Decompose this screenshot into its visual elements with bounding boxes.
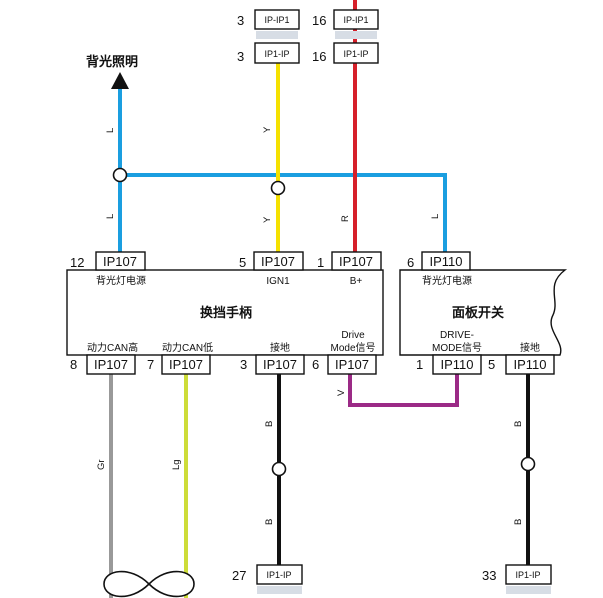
pin-number: 16 <box>312 49 326 64</box>
splice-black-left <box>271 461 287 477</box>
pin-number: 12 <box>70 255 84 270</box>
connector-code: IP-IP1 <box>343 15 368 25</box>
shifter-pin-3: 接地 3 IP107 <box>240 341 305 375</box>
wire-code-label: Y <box>262 126 273 133</box>
signal-label: 动力CAN高 <box>87 341 138 354</box>
pin-number: 3 <box>237 13 244 28</box>
wire-code-label: B <box>264 519 275 525</box>
signal-label: 背光灯电源 <box>96 274 146 287</box>
connector-code: IP110 <box>429 254 462 269</box>
wire-code-label: Gr <box>96 459 107 470</box>
pin-number: 1 <box>416 357 423 372</box>
bottom-connector-33: 33 IP1-IP <box>482 564 552 585</box>
pin-number: 6 <box>407 255 414 270</box>
connector-code: IP107 <box>94 357 128 372</box>
signal-label: Mode信号 <box>330 342 375 354</box>
panel-switch-box <box>399 269 568 356</box>
signal-label: 背光灯电源 <box>422 274 472 287</box>
twisted-pair-symbol <box>103 570 195 598</box>
pin-number: 16 <box>312 13 326 28</box>
connector-code: IP1-IP <box>266 570 291 580</box>
backlight-label: 背光照明 <box>86 54 138 69</box>
bottom-connector-27: 27 IP1-IP <box>232 564 303 585</box>
connector-separator <box>506 586 551 594</box>
signal-label: 接地 <box>520 341 540 354</box>
pin-number: 3 <box>237 49 244 64</box>
shifter-pin-8: 动力CAN高 8 IP107 <box>70 341 138 375</box>
wire-code-label: L <box>105 128 116 133</box>
connector-code: IP1-IP <box>343 49 368 59</box>
shifter-module-box <box>66 269 384 356</box>
panel-pin-5: 接地 5 IP110 <box>488 341 555 375</box>
pin-number: 5 <box>488 357 495 372</box>
separator-left <box>256 31 298 39</box>
wire-code-label: B <box>513 421 524 427</box>
signal-label: DRIVE- <box>440 330 474 341</box>
connector-code: IP110 <box>440 357 473 372</box>
arrow-up-icon <box>111 72 129 89</box>
pin-number: 1 <box>317 255 324 270</box>
wire-code-label: B <box>264 421 275 427</box>
signal-label: 接地 <box>270 341 290 354</box>
top-connector-ip1ip-left: 3 IP1-IP <box>237 42 300 64</box>
shifter-pin-5: 5 IP107 IGN1 <box>239 251 304 287</box>
panel-title: 面板开关 <box>452 305 504 320</box>
connector-separator <box>257 586 302 594</box>
top-connector-ipip1-right: 16 IP-IP1 <box>312 9 379 30</box>
wire-violet <box>348 374 459 407</box>
shifter-pin-6: Drive Mode信号 6 IP107 <box>312 330 377 375</box>
wire-code-label: V <box>336 389 347 396</box>
connector-code: IP107 <box>103 254 137 269</box>
separator-right <box>335 31 377 39</box>
connector-code: IP107 <box>263 357 297 372</box>
signal-label: IGN1 <box>266 276 290 287</box>
signal-label: MODE信号 <box>432 342 482 354</box>
panel-pin-6: 6 IP110 背光灯电源 <box>407 251 472 287</box>
connector-code: IP1-IP <box>515 570 540 580</box>
pin-number: 7 <box>147 357 154 372</box>
pin-number: 5 <box>239 255 246 270</box>
connector-code: IP107 <box>339 254 373 269</box>
connector-code: IP107 <box>169 357 203 372</box>
wire-code-label: B <box>513 519 524 525</box>
connector-code: IP107 <box>335 357 369 372</box>
connector-code: IP110 <box>513 357 546 372</box>
top-connector-ipip1-left: 3 IP-IP1 <box>237 9 300 30</box>
panel-pin-1: DRIVE- MODE信号 1 IP110 <box>416 330 482 375</box>
connector-code: IP-IP1 <box>264 15 289 25</box>
signal-label: 动力CAN低 <box>162 341 213 354</box>
splice-black-right <box>520 456 536 472</box>
pin-number: 33 <box>482 568 496 583</box>
signal-label: Drive <box>341 330 365 341</box>
connector-code: IP1-IP <box>264 49 289 59</box>
shifter-pin-1: 1 IP107 B+ <box>317 251 382 287</box>
wire-code-label: Y <box>262 216 273 223</box>
splice-blue <box>112 167 128 183</box>
connector-code: IP107 <box>261 254 295 269</box>
shifter-title: 换挡手柄 <box>200 305 252 320</box>
wire-code-label: L <box>430 214 441 219</box>
wire-code-label: R <box>340 215 351 222</box>
wire-code-label: L <box>105 214 116 219</box>
shifter-pin-12: 12 IP107 背光灯电源 <box>70 251 146 287</box>
pin-number: 27 <box>232 568 246 583</box>
wire-code-label: Lg <box>171 459 182 470</box>
pin-number: 8 <box>70 357 77 372</box>
splice-yellow <box>270 180 286 196</box>
signal-label: B+ <box>350 276 363 287</box>
pin-number: 6 <box>312 357 319 372</box>
pin-number: 3 <box>240 357 247 372</box>
top-connector-ip1ip-right: 16 IP1-IP <box>312 42 379 64</box>
shifter-pin-7: 动力CAN低 7 IP107 <box>147 341 213 375</box>
